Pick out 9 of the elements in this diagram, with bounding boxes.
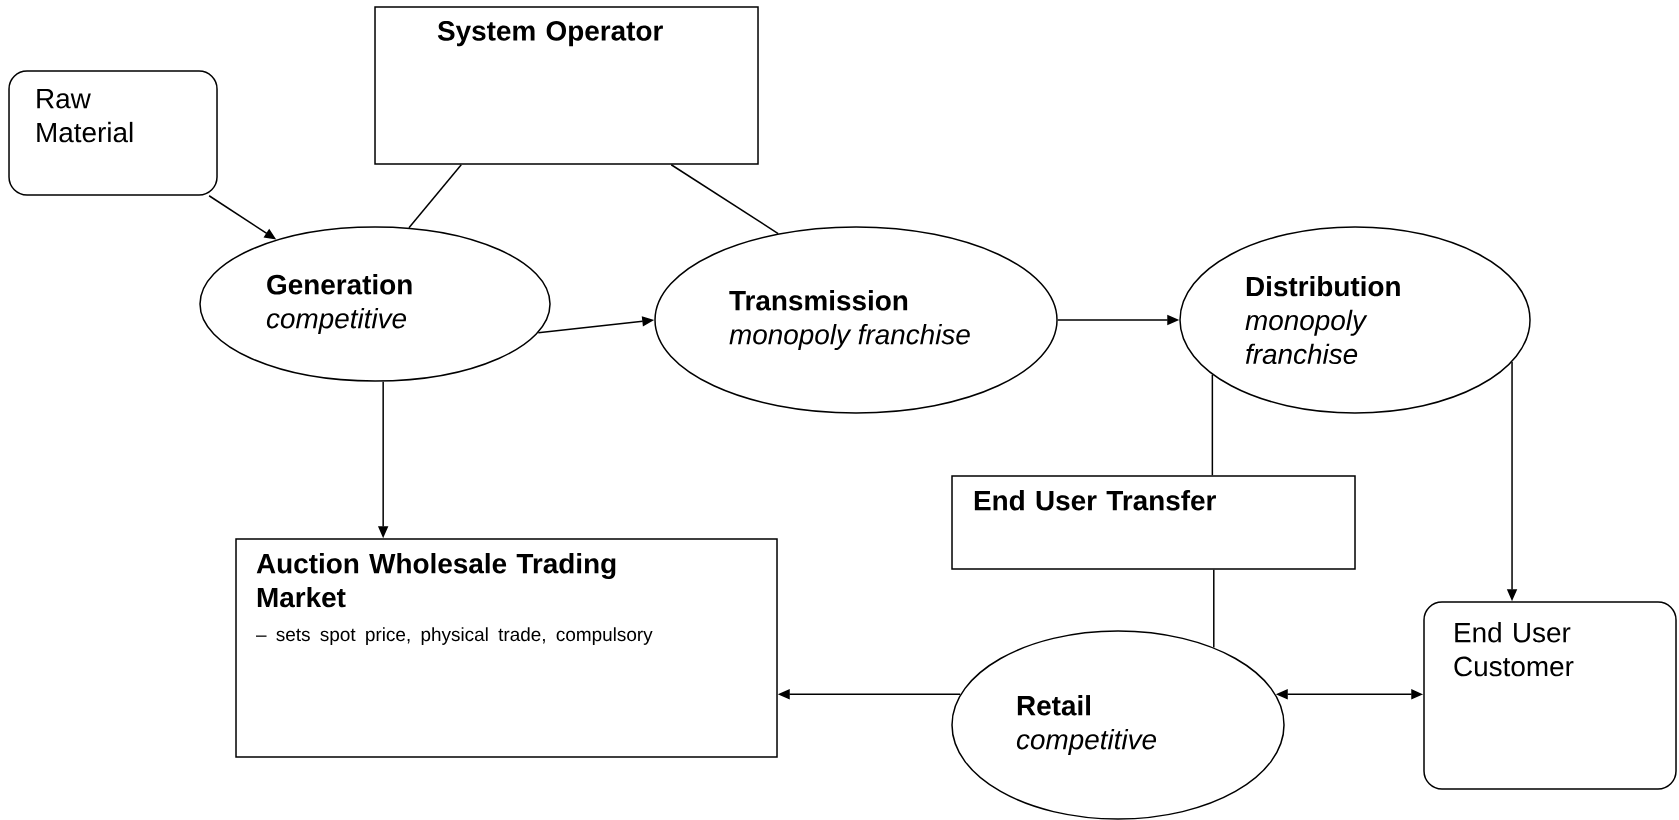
process-box: Auction Wholesale Trading Market – sets spot price, physical trade, compulsory xyxy=(235,538,778,758)
process-box: End User Transfer xyxy=(951,475,1356,570)
connector-line xyxy=(670,164,779,235)
connector-line xyxy=(1211,374,1214,476)
connector-line xyxy=(408,164,462,229)
process-box: System Operator xyxy=(374,6,759,165)
rounded-box: Raw Material xyxy=(8,70,218,196)
connector-line xyxy=(1213,569,1215,649)
rounded-box: End User Customer xyxy=(1423,601,1677,790)
